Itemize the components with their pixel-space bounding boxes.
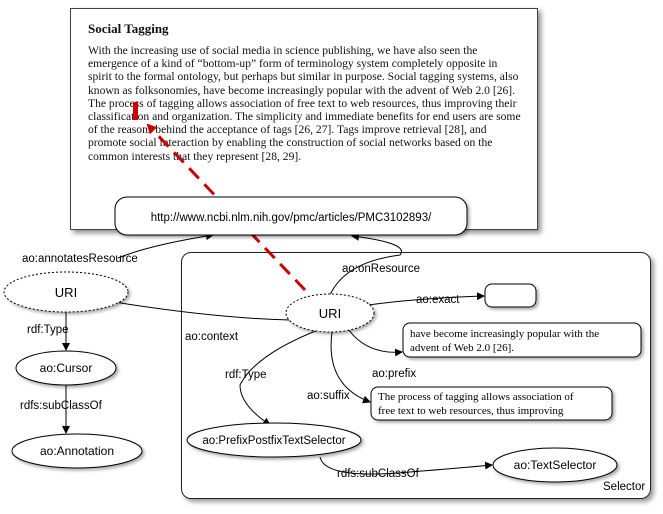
annotation-node-label: ao:Annotation — [40, 444, 114, 458]
edge-on-resource — [329, 232, 402, 296]
edge-context — [101, 299, 291, 321]
prefix-postfix-selector-node — [186, 422, 362, 458]
prefix-value-line-1: have become increasingly popular with th… — [410, 328, 599, 340]
edge-label-subclass-left: rdfs:subClassOf — [20, 400, 103, 412]
edge-label-subclass-center: rdfs:subClassOf — [337, 468, 420, 480]
cursor-node — [15, 350, 117, 386]
edge-label-annotates-resource: ao:annotatesResource — [22, 253, 138, 265]
uri-left-node — [3, 271, 129, 313]
edge-rdf-type-center — [239, 329, 319, 426]
edge-prefix — [345, 325, 403, 357]
edge-suffix — [330, 331, 371, 404]
highlight-cursor-mark — [133, 102, 138, 120]
selector-container — [181, 252, 651, 499]
edge-annotates-resource — [117, 232, 214, 259]
selector-container-label: Selector — [603, 481, 645, 493]
prefix-value-box — [402, 322, 642, 358]
edge-label-rdf-type-center: rdf:Type — [225, 369, 267, 381]
document-title: Social Tagging — [88, 21, 169, 36]
url-node-label: http://www.ncbi.nlm.nih.gov/pmc/articles… — [151, 212, 432, 224]
text-selector-node — [492, 447, 618, 483]
uri-center-node — [285, 293, 375, 333]
uri-center-label: URI — [319, 306, 341, 321]
text-selector-label: ao:TextSelector — [514, 458, 597, 472]
document-paragraph: With the increasing use of social media … — [88, 44, 521, 163]
suffix-value-box — [370, 386, 613, 421]
prefix-value-line-2: advent of Web 2.0 [26]. — [410, 342, 514, 354]
edge-label-context: ao:context — [185, 331, 239, 343]
cursor-node-label: ao:Cursor — [40, 361, 93, 375]
edge-label-on-resource: ao:onResource — [342, 263, 420, 275]
prefix-postfix-selector-label: ao:PrefixPostfixTextSelector — [202, 435, 345, 447]
annotation-node — [11, 433, 143, 469]
uri-left-label: URI — [55, 285, 77, 300]
suffix-value-line-2: free text to web resources, thus improvi… — [378, 405, 564, 417]
edge-exact — [367, 292, 485, 306]
url-node — [114, 196, 468, 236]
edge-label-rdf-type-left: rdf:Type — [27, 324, 69, 336]
edge-label-prefix: ao:prefix — [372, 368, 416, 380]
document-excerpt: Social Tagging With the increasing use o… — [70, 8, 538, 230]
edge-label-exact: ao:exact — [416, 294, 460, 306]
suffix-value-line-1: The process of tagging allows associatio… — [378, 391, 574, 403]
exact-value-box — [484, 283, 537, 308]
edge-subclass-center — [319, 456, 493, 475]
edge-label-suffix: ao:suffix — [307, 390, 350, 402]
